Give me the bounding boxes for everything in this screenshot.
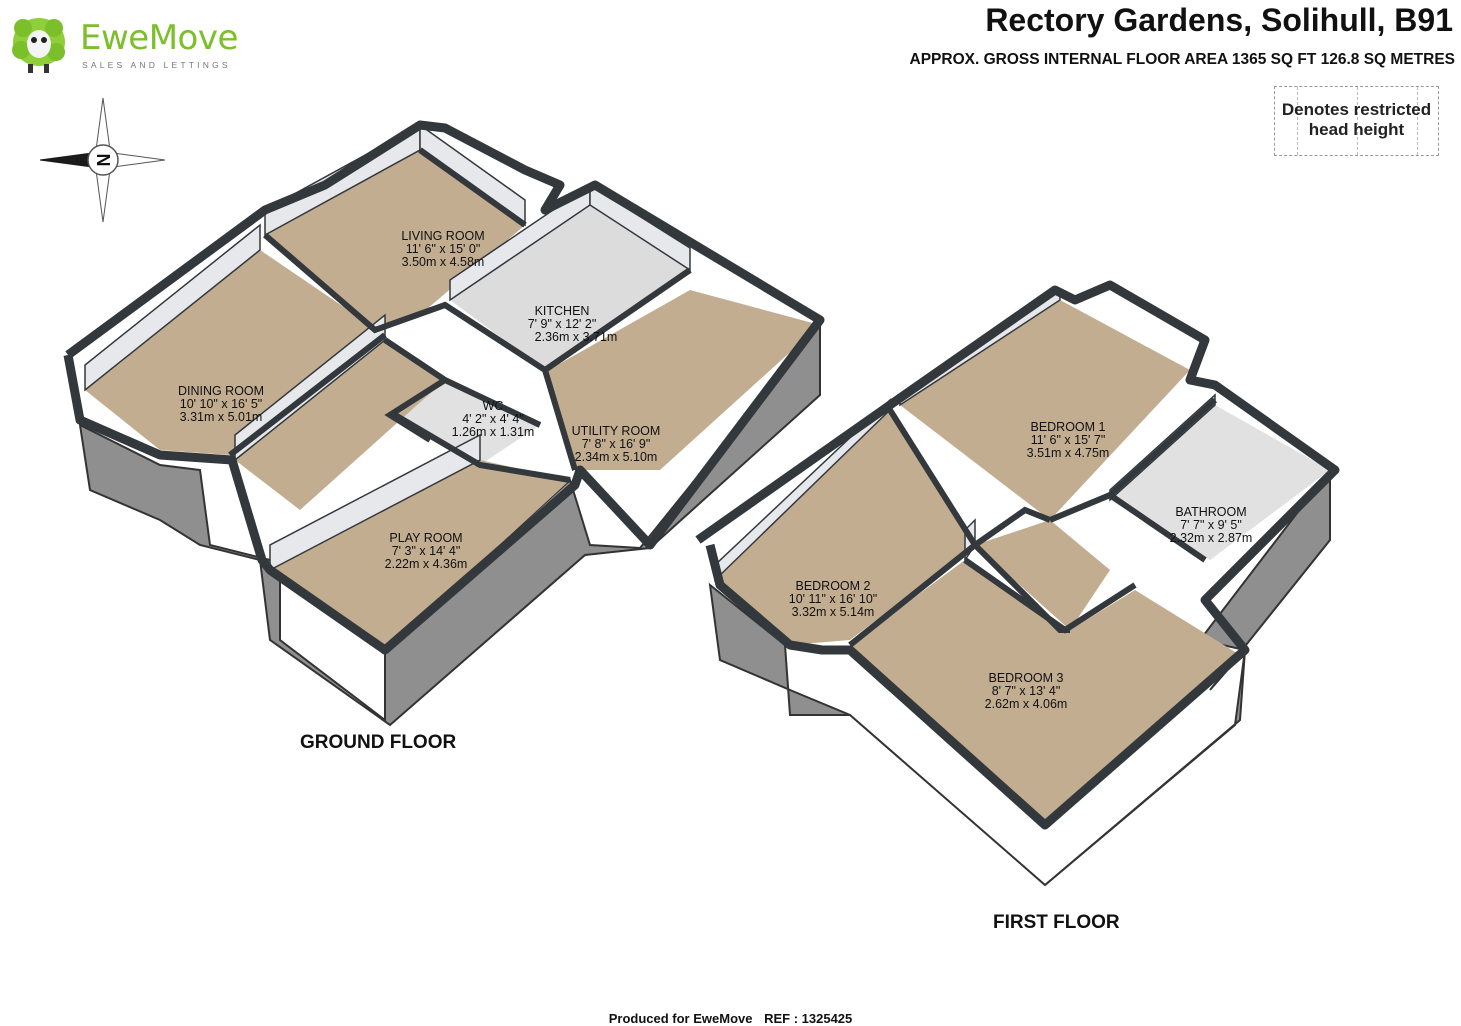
ground-floor-plan [63, 120, 825, 727]
room-name: KITCHEN [535, 304, 590, 318]
room-metric: 2.36m x 3.71m [535, 330, 618, 344]
ground-floor-label: GROUND FLOOR [300, 732, 457, 753]
room-bathroom: BATHROOM 7' 7" x 9' 5" 2.32m x 2.87m [1170, 505, 1253, 545]
room-imperial: 10' 10" x 16' 5" [180, 397, 262, 411]
sheep-mascot-icon [12, 18, 65, 73]
brand-name: EweMove [80, 18, 238, 58]
room-imperial: 7' 9" x 12' 2" [528, 317, 597, 331]
room-imperial: 10' 11" x 16' 10" [789, 592, 877, 606]
room-living-room: LIVING ROOM 11' 6" x 15' 0" 3.50m x 4.58… [401, 229, 484, 269]
room-dining-room: DINING ROOM 10' 10" x 16' 5" 3.31m x 5.0… [178, 384, 264, 424]
room-bedroom-2: BEDROOM 2 10' 11" x 16' 10" 3.32m x 5.14… [789, 579, 877, 619]
room-name: BEDROOM 3 [988, 671, 1063, 685]
floor-area-summary: APPROX. GROSS INTERNAL FLOOR AREA 1365 S… [909, 51, 1455, 68]
compass-label: N [94, 154, 114, 167]
room-imperial: 7' 7" x 9' 5" [1180, 518, 1242, 532]
room-name: DINING ROOM [178, 384, 264, 398]
compass-icon: N [39, 97, 166, 223]
room-name: PLAY ROOM [389, 531, 462, 545]
room-imperial: 4' 2" x 4' 4" [462, 412, 524, 426]
first-floor-plan [695, 280, 1340, 887]
room-metric: 2.62m x 4.06m [985, 697, 1068, 711]
room-metric: 3.31m x 5.01m [180, 410, 263, 424]
room-metric: 3.51m x 4.75m [1027, 446, 1110, 460]
footer: Produced for EweMove REF : 1325425 [0, 1011, 1461, 1026]
room-name: WC [483, 399, 504, 413]
room-metric: 2.34m x 5.10m [575, 450, 658, 464]
brand-logo: EweMove SALES AND LETTINGS [6, 6, 246, 76]
room-imperial: 7' 8" x 16' 9" [582, 437, 651, 451]
room-play-room: PLAY ROOM 7' 3" x 14' 4" 2.22m x 4.36m [385, 531, 468, 571]
room-imperial: 7' 3" x 14' 4" [392, 544, 461, 558]
room-metric: 3.50m x 4.58m [402, 255, 485, 269]
room-wc: WC 4' 2" x 4' 4" 1.26m x 1.31m [452, 399, 535, 439]
room-metric: 2.32m x 2.87m [1170, 531, 1253, 545]
room-metric: 2.22m x 4.36m [385, 557, 468, 571]
room-name: BATHROOM [1175, 505, 1246, 519]
room-name: BEDROOM 1 [1030, 420, 1105, 434]
room-kitchen: KITCHEN 7' 9" x 12' 2" 2.36m x 3.71m [528, 304, 618, 344]
room-imperial: 11' 6" x 15' 0" [406, 242, 481, 256]
property-title: Rectory Gardens, Solihull, B91 [985, 2, 1453, 38]
reference-number: REF : 1325425 [764, 1011, 853, 1026]
produced-for: Produced for EweMove [608, 1011, 753, 1026]
first-floor-label: FIRST FLOOR [993, 912, 1120, 933]
room-imperial: 8' 7" x 13' 4" [992, 684, 1061, 698]
room-imperial: 11' 6" x 15' 7" [1031, 433, 1106, 447]
room-name: BEDROOM 2 [795, 579, 870, 593]
room-bedroom-1: BEDROOM 1 11' 6" x 15' 7" 3.51m x 4.75m [1027, 420, 1110, 460]
room-bedroom-3: BEDROOM 3 8' 7" x 13' 4" 2.62m x 4.06m [985, 671, 1068, 711]
room-name: UTILITY ROOM [572, 424, 661, 438]
room-metric: 3.32m x 5.14m [792, 605, 875, 619]
restricted-height-legend: Denotes restricted head height [1274, 86, 1439, 156]
brand-tagline: SALES AND LETTINGS [82, 60, 231, 70]
room-metric: 1.26m x 1.31m [452, 425, 535, 439]
room-name: LIVING ROOM [401, 229, 484, 243]
legend-text: Denotes restricted head height [1281, 100, 1432, 139]
room-utility-room: UTILITY ROOM 7' 8" x 16' 9" 2.34m x 5.10… [572, 424, 661, 464]
